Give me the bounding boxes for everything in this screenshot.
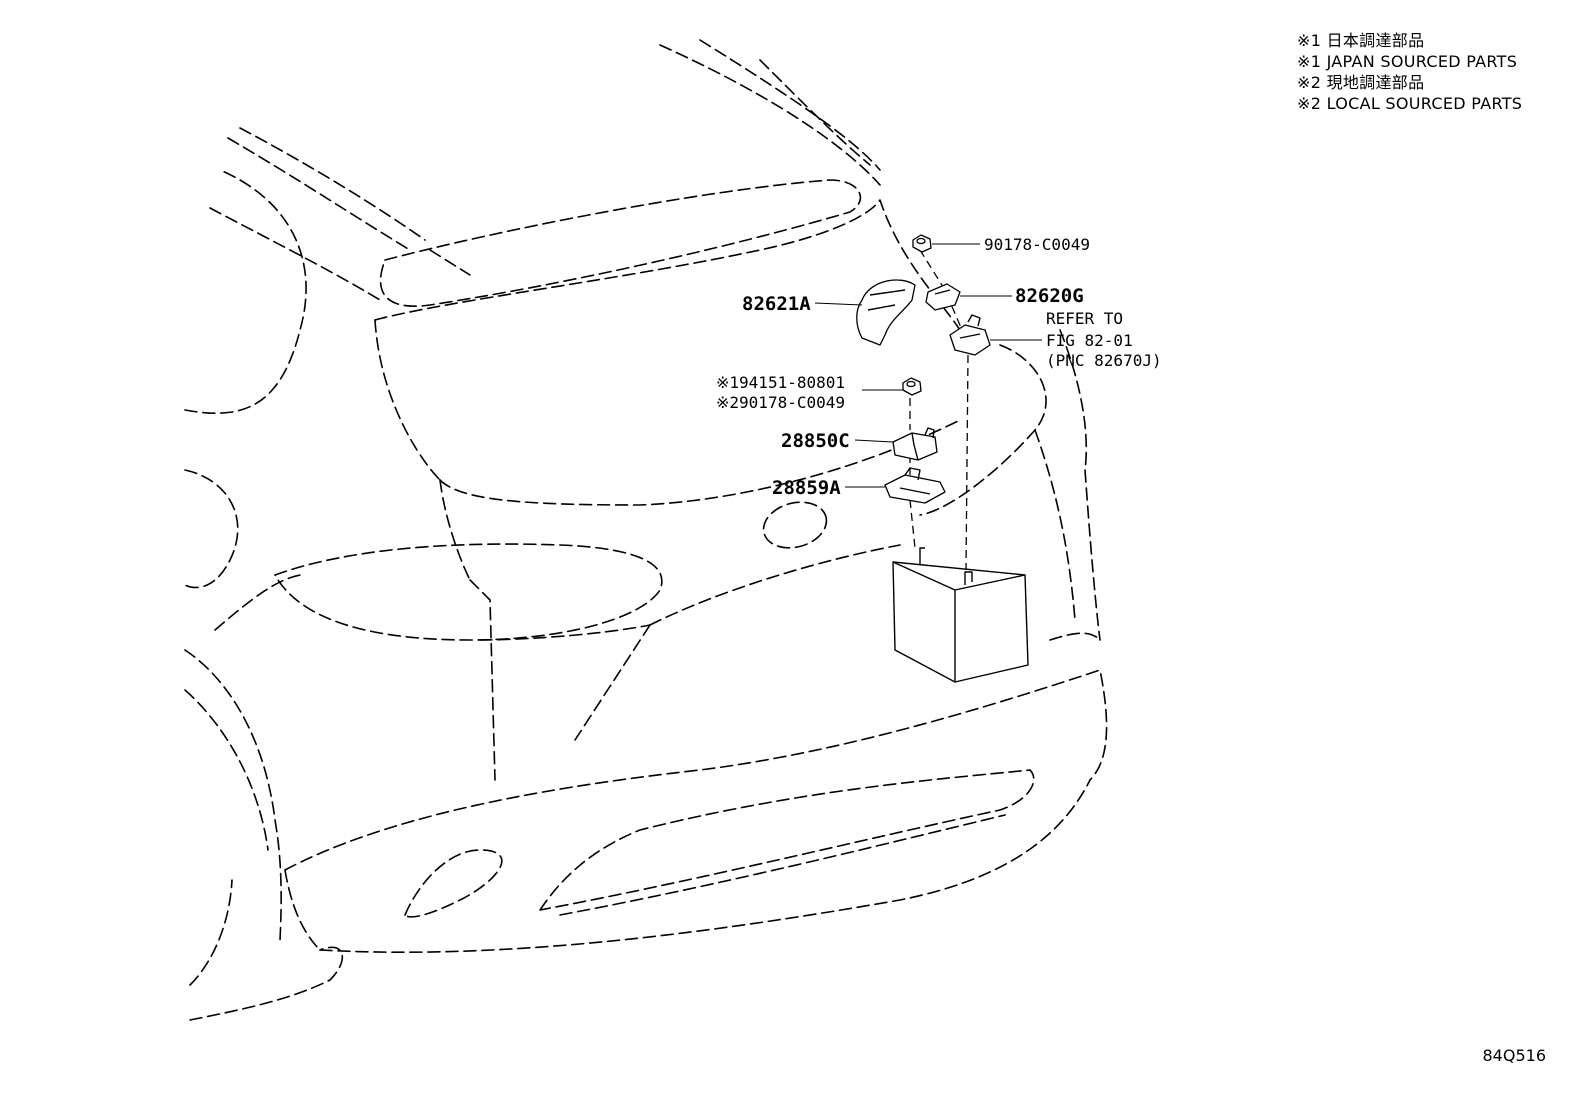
label-194151-80801: ※194151-80801 bbox=[716, 373, 845, 392]
leader-lines bbox=[814, 243, 1042, 488]
part-nut-lower bbox=[902, 377, 922, 396]
label-82621a: 82621A bbox=[742, 293, 811, 315]
part-82670j-relay bbox=[949, 314, 991, 356]
legend-line-2: ※1 JAPAN SOURCED PARTS bbox=[1297, 52, 1518, 71]
label-fig-82-01: FIG 82-01 bbox=[1046, 331, 1133, 350]
label-290178-c0049: ※290178-C0049 bbox=[716, 393, 845, 412]
label-refer-to: REFER TO bbox=[1046, 309, 1123, 328]
label-28859a: 28859A bbox=[772, 477, 841, 499]
vehicle-body-outline bbox=[184, 39, 1108, 1021]
label-28850c: 28850C bbox=[781, 430, 850, 452]
legend-line-3: ※2 現地調達部品 bbox=[1297, 73, 1425, 92]
part-82620g-connector bbox=[925, 283, 961, 311]
callout-labels: 90178-C0049 82621A 82620G REFER TO FIG 8… bbox=[716, 235, 1162, 499]
part-28850c-clamp bbox=[892, 427, 938, 461]
part-82621a-bracket bbox=[856, 279, 916, 346]
label-90178-c0049: 90178-C0049 bbox=[984, 235, 1090, 254]
label-pnc-82670j: (PNC 82670J) bbox=[1046, 351, 1162, 370]
figure-code: 84Q516 bbox=[1482, 1046, 1547, 1065]
part-90178-nut-upper bbox=[912, 234, 932, 253]
legend-line-4: ※2 LOCAL SOURCED PARTS bbox=[1297, 94, 1523, 113]
battery-box bbox=[892, 547, 1029, 683]
part-28859a-bracket bbox=[884, 467, 946, 504]
parts-legend: ※1 日本調達部品 ※1 JAPAN SOURCED PARTS ※2 現地調達… bbox=[1297, 30, 1522, 114]
label-82620g: 82620G bbox=[1015, 285, 1084, 307]
legend-line-1: ※1 日本調達部品 bbox=[1297, 31, 1425, 50]
